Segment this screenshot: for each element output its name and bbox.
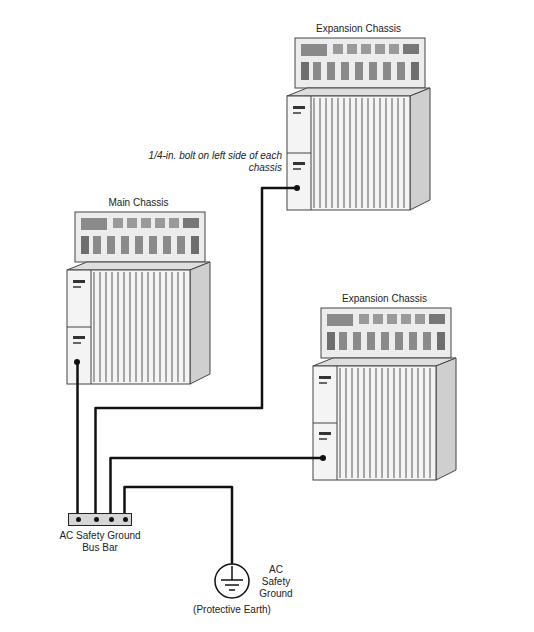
expansion-chassis-drawing	[287, 38, 430, 210]
chassis-title: Expansion Chassis	[287, 22, 430, 38]
expansion-chassis: Expansion Chassis	[313, 292, 456, 480]
ground-bus-bar: AC Safety Ground Bus Bar	[50, 513, 150, 554]
terminal-dot	[109, 517, 114, 522]
main-chassis-drawing	[67, 212, 210, 384]
main-chassis: Main Chassis	[67, 196, 210, 384]
terminal-dot	[94, 517, 99, 522]
protective-earth: AC Safety Ground(Protective Earth)	[212, 562, 312, 624]
ground-wire	[76, 362, 79, 513]
terminal-dot	[123, 517, 128, 522]
terminal-dot	[76, 517, 81, 522]
chassis-title: Main Chassis	[67, 196, 210, 212]
ground-wire	[111, 458, 324, 513]
expansion-chassis-drawing	[313, 308, 456, 480]
bus-bar-label: AC Safety Ground Bus Bar	[50, 530, 150, 554]
ground-wire	[96, 188, 298, 513]
ground-symbol	[212, 562, 252, 602]
ground-label: AC Safety Ground	[254, 564, 298, 600]
ground-note: (Protective Earth)	[182, 604, 282, 616]
expansion-chassis: Expansion Chassis	[287, 22, 430, 210]
chassis-title: Expansion Chassis	[313, 292, 456, 308]
ground-wire	[125, 487, 233, 564]
callout-note: 1/4-in. bolt on left side of each chassi…	[140, 150, 282, 174]
bus-bar	[68, 513, 132, 526]
